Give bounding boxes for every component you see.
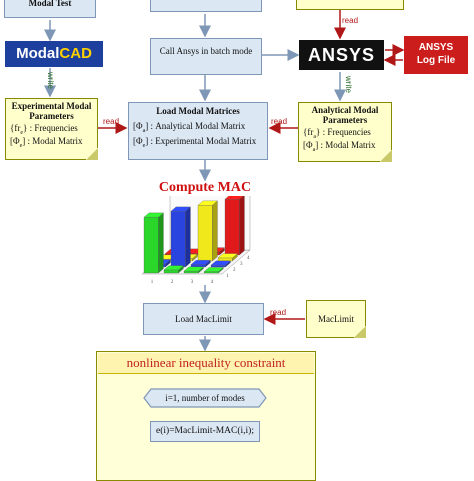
load-maclimit-box: Load MacLimit (143, 303, 264, 335)
call-ansys-box: Call Ansys in batch mode (150, 38, 262, 75)
analytical-freq-sub: a (313, 133, 316, 140)
experimental-mat-label: : Modal Matrix (27, 135, 83, 146)
experimental-freq-row: {fre} : Frequencies (10, 123, 78, 136)
analytical-mat-label: : Modal Matrix (320, 139, 376, 150)
ansys-logo-text: ANSYS (307, 45, 375, 65)
modalcad-logo: ModalCAD (5, 41, 103, 67)
mac-depth-tick: 3 (240, 262, 243, 267)
load-matrices-row2: [Φe] : Experimental Modal Matrix (133, 135, 257, 149)
mac-bar-top (170, 206, 191, 212)
mac-bar-top (143, 212, 164, 218)
write-label-left: write (46, 72, 55, 89)
load-row2-sub: e (142, 142, 146, 149)
load-row1-sub: a (142, 127, 146, 134)
loop-expr-box: e(i)=MacLimit-MAC(i,i); (150, 421, 260, 442)
experimental-mat-sym: [Φ (10, 135, 20, 146)
modal-test-label: Modal Test (28, 0, 72, 8)
modalcad-logo-part2: CAD (59, 45, 92, 62)
mac-x-tick: 1 (151, 280, 154, 285)
mac-bar-front (210, 264, 226, 268)
maclimit-note: MacLimit (306, 300, 366, 338)
mac-bar-top (217, 253, 238, 259)
load-row1-sym: [Φ (133, 121, 143, 131)
modal-test-box: Modal Test (4, 0, 96, 18)
analytical-freq-row: {fra} : Frequencies (303, 127, 371, 140)
experimental-params-note: Experimental Modal Parameters {fre} : Fr… (5, 98, 98, 160)
nonlinear-title-bar: nonlinear inequality constraint (98, 353, 314, 374)
loop-init-label: i=1, number of modes (165, 393, 245, 403)
load-row2-label: : Experimental Modal Matrix (150, 135, 257, 146)
mac-bar-top (197, 200, 218, 206)
maclimit-label: MacLimit (318, 314, 354, 324)
note-fold (380, 150, 392, 162)
mac-bar-front (170, 211, 186, 268)
load-row1-label: : Analytical Modal Matrix (150, 121, 246, 131)
compute-mac-title: Compute MAC (158, 180, 252, 195)
mac-bar-top (210, 260, 231, 266)
modalcad-logo-part1: Modal (16, 45, 60, 62)
mac-bar-side (212, 200, 218, 262)
mac-x-tick: 3 (191, 280, 194, 285)
note-fold (86, 148, 98, 160)
mac-bar-side (185, 206, 191, 268)
mac-x-tick: 2 (171, 280, 174, 285)
mac-depth-tick: 2 (233, 268, 236, 273)
load-matrices-title: Load Modal Matrices (156, 106, 240, 116)
ansys-logo: ANSYS (299, 40, 384, 70)
mac-depth-tick: 4 (247, 256, 250, 261)
mac-bar-front (163, 269, 179, 274)
call-ansys-label: Call Ansys in batch mode (159, 46, 253, 56)
mac-bar-top (183, 266, 204, 272)
mac-bar-top (203, 267, 224, 272)
mac-bar-front (190, 264, 206, 268)
mac-bar-front (217, 257, 233, 262)
experimental-mat-row: [Φe] : Modal Matrix (10, 135, 83, 149)
load-modal-matrices-box: Load Modal Matrices [Φa] : Analytical Mo… (128, 102, 268, 160)
read-label-right: read (271, 117, 288, 126)
ansys-log-line2: Log File (416, 55, 456, 66)
note-fold (354, 326, 366, 338)
mac-bar-front (224, 199, 240, 256)
experimental-freq-label: : Frequencies (29, 123, 78, 133)
experimental-title: Experimental Modal Parameters (11, 101, 92, 121)
write-label-right: write (344, 76, 353, 93)
analytical-title: Analytical Modal Parameters (311, 105, 379, 125)
mac-bar-side (239, 196, 245, 256)
mac-bar-side (158, 212, 164, 274)
experimental-mat-sub: e (19, 142, 23, 149)
mac-bar-front (143, 217, 159, 274)
nonlinear-title: nonlinear inequality constraint (126, 355, 286, 370)
loop-expr-label: e(i)=MacLimit-MAC(i,i); (156, 426, 254, 436)
load-matrices-row1: [Φa] : Analytical Modal Matrix (133, 121, 246, 134)
analytical-freq-sym: {fr (303, 127, 314, 137)
top-center-box (150, 0, 262, 12)
mac-x-tick: 4 (211, 280, 214, 285)
analytical-mat-row: [Φa] : Modal Matrix (303, 139, 376, 153)
load-maclimit-label: Load MacLimit (175, 314, 232, 324)
experimental-freq-sub: e (20, 129, 23, 136)
experimental-freq-sym: {fr (10, 123, 21, 133)
top-right-note (296, 0, 404, 10)
mac-bar-top (190, 260, 211, 265)
read-label-top: read (342, 16, 359, 25)
load-row2-sym: [Φ (133, 135, 143, 146)
loop-init-hexagon (143, 388, 267, 408)
ansys-log-file: ANSYS Log File (404, 36, 468, 74)
read-label-left: read (103, 117, 120, 126)
mac-bar-front (203, 271, 219, 274)
analytical-params-note: Analytical Modal Parameters {fra} : Freq… (298, 102, 392, 162)
ansys-log-line1: ANSYS (418, 42, 454, 53)
mac-depth-tick: 1 (226, 274, 229, 279)
mac-bar-front (183, 270, 199, 274)
mac-bar-top (163, 265, 184, 271)
analytical-mat-sub: a (312, 146, 316, 153)
read-label-maclimit: read (270, 308, 287, 317)
analytical-freq-label: : Frequencies (322, 127, 371, 137)
mac-bar-top (224, 196, 244, 200)
analytical-mat-sym: [Φ (303, 139, 313, 150)
mac-bar-front (197, 205, 213, 262)
